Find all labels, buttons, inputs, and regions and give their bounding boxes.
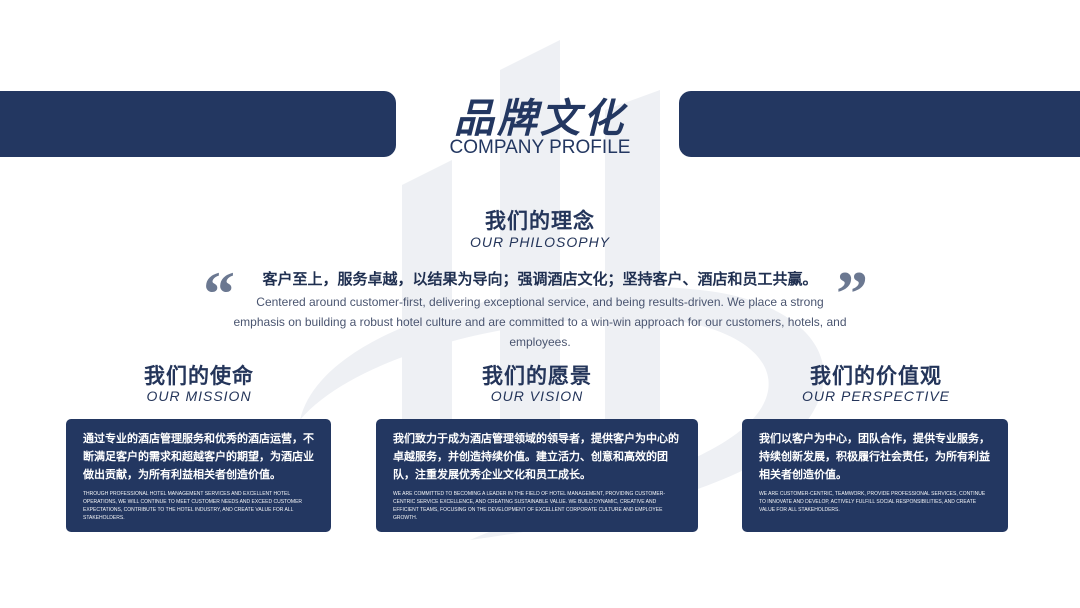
mission-heading: 我们的使命 bbox=[144, 364, 254, 388]
mission-card: 通过专业的酒店管理服务和优秀的酒店运营，不断满足客户的需求和超越客户的期望，为酒… bbox=[66, 419, 331, 532]
vision-text-en: We are committed to becoming a leader in… bbox=[393, 491, 665, 521]
perspective-heading: 我们的价值观 bbox=[810, 364, 942, 388]
perspective-text-zh: 我们以客户为中心，团队合作，提供专业服务，持续创新发展，积极履行社会责任，为所有… bbox=[759, 432, 990, 481]
philosophy-text-en: Centered around customer-first, deliveri… bbox=[233, 295, 847, 349]
watermark-tower-right bbox=[605, 90, 660, 470]
perspective-card: 我们以客户为中心，团队合作，提供专业服务，持续创新发展，积极履行社会责任，为所有… bbox=[742, 419, 1008, 532]
vision-card: 我们致力于成为酒店管理领域的领导者，提供客户为中心的卓越服务，并创造持续价值。建… bbox=[376, 419, 698, 532]
vision-text-zh: 我们致力于成为酒店管理领域的领导者，提供客户为中心的卓越服务，并创造持续价值。建… bbox=[393, 432, 679, 481]
page-title: 品牌文化 bbox=[454, 96, 626, 142]
header-bar-right bbox=[679, 91, 1080, 157]
page-subtitle: COMPANY PROFILE bbox=[449, 137, 631, 158]
close-quote-icon: ” bbox=[836, 258, 868, 329]
mission-text-en: Through professional hotel management se… bbox=[83, 491, 303, 521]
philosophy-heading: 我们的理念 bbox=[485, 209, 595, 233]
mission-text-zh: 通过专业的酒店管理服务和优秀的酒店运营，不断满足客户的需求和超越客户的期望，为酒… bbox=[83, 432, 314, 481]
perspective-subheading: OUR PERSPECTIVE bbox=[801, 388, 951, 404]
header-bar-left bbox=[0, 91, 396, 157]
mission-subheading: OUR MISSION bbox=[146, 388, 252, 404]
philosophy-subheading: OUR PHILOSOPHY bbox=[469, 234, 611, 250]
philosophy-text-zh: 客户至上，服务卓越，以结果为导向；强调酒店文化；坚持客户、酒店和员工共赢。 bbox=[262, 270, 818, 288]
vision-subheading: OUR VISION bbox=[490, 388, 584, 404]
watermark-tower-left bbox=[402, 160, 452, 470]
vision-heading: 我们的愿景 bbox=[482, 364, 592, 388]
watermark-tower-center bbox=[500, 40, 560, 480]
open-quote-icon: “ bbox=[203, 258, 235, 329]
perspective-text-en: We are customer-centric, teamwork, provi… bbox=[759, 491, 986, 513]
